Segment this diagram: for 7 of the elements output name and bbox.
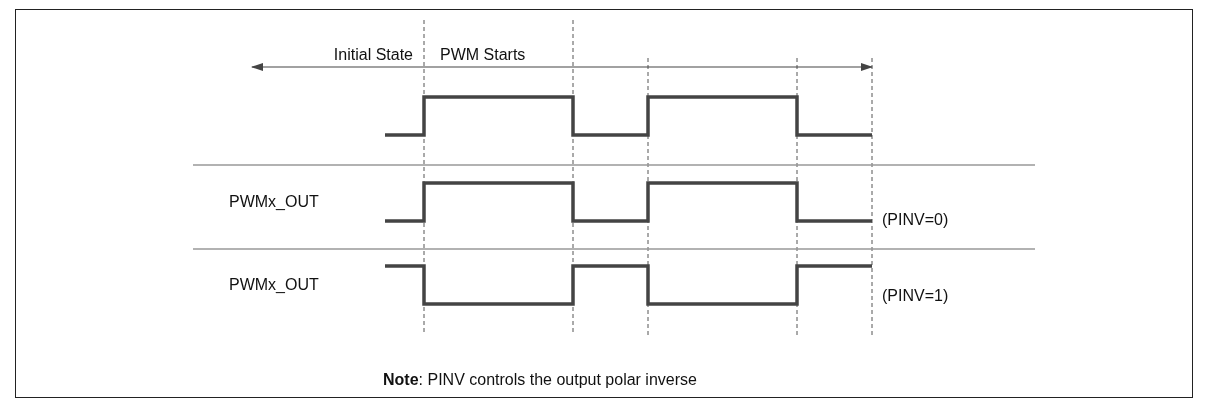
polarity-label: (PINV=0)	[882, 210, 949, 230]
signal-name: PWMx_OUT	[229, 275, 319, 295]
state-label: PWM Starts	[440, 45, 526, 65]
signal-name: PWMx_OUT	[229, 192, 319, 212]
polarity-label: (PINV=1)	[882, 286, 949, 306]
note-text: Note: PINV controls the output polar inverse	[383, 370, 697, 390]
state-label: Initial State	[333, 45, 413, 65]
